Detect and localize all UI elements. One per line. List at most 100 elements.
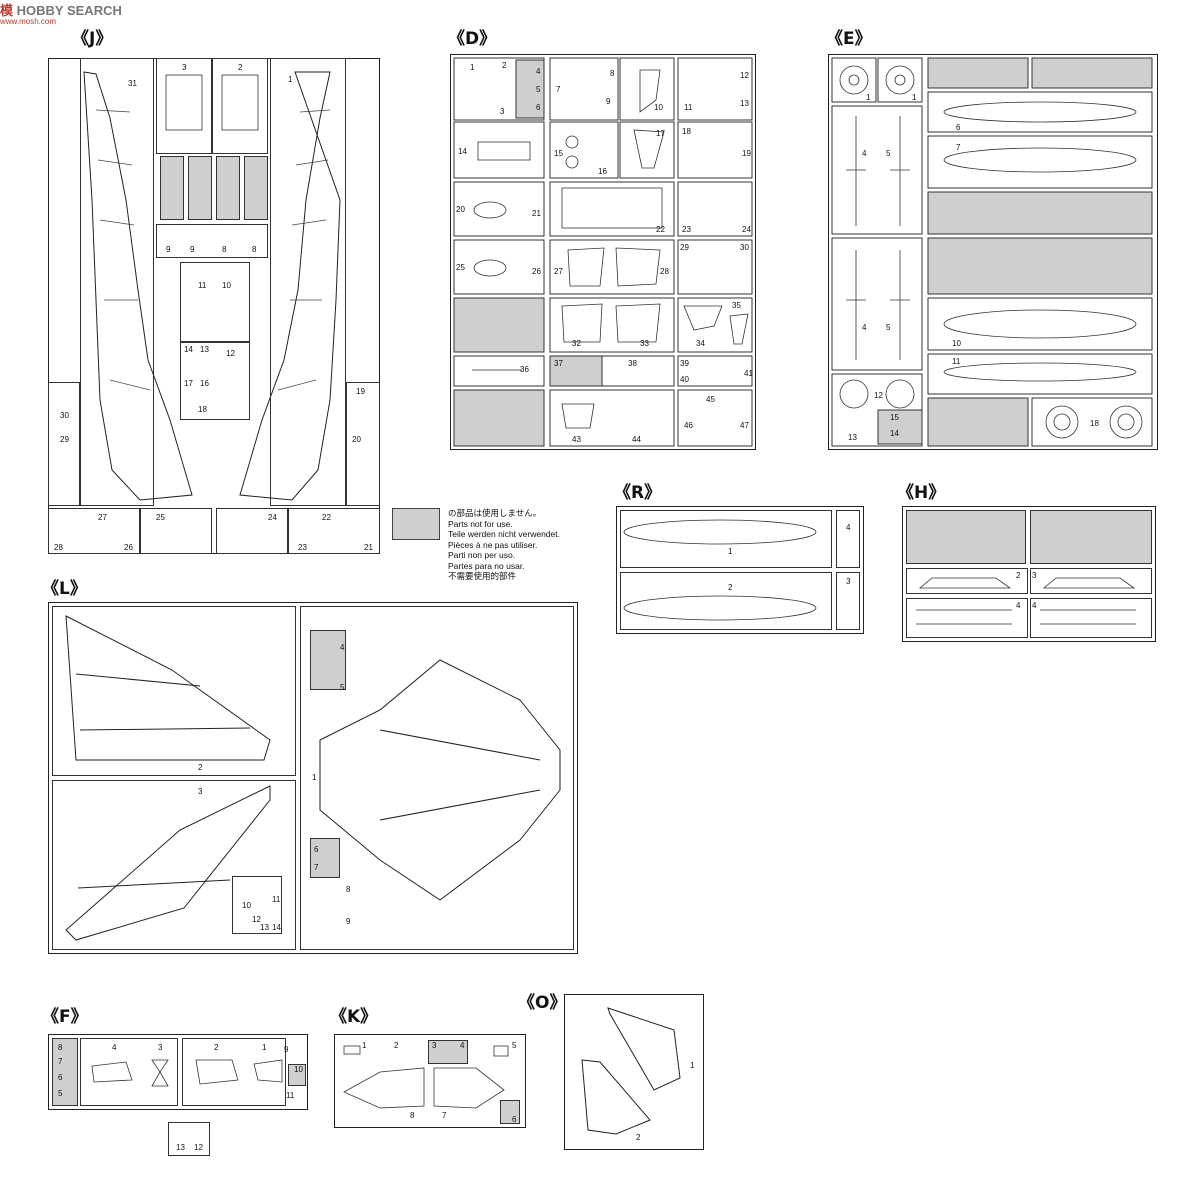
part-label: 9: [606, 97, 611, 106]
part-label: 7: [314, 863, 319, 872]
part-label: 2: [394, 1041, 399, 1050]
part-label: 9: [284, 1045, 289, 1054]
part-label: 11: [684, 103, 693, 112]
part-label: 2: [1016, 571, 1021, 580]
part-label: 14: [272, 923, 281, 932]
sprue-title-h: 《H》: [897, 483, 946, 503]
part-label: 7: [58, 1057, 63, 1066]
part-label: 12: [874, 391, 883, 400]
part-label: 18: [1090, 419, 1099, 428]
part-label: 14: [184, 345, 193, 354]
sprue-title-l: 《L》: [42, 579, 87, 599]
part-label: 18: [198, 405, 207, 414]
part-label: 22: [656, 225, 665, 234]
part-label: 25: [156, 513, 165, 522]
part-label: 26: [124, 543, 133, 552]
part-label: 12: [226, 349, 235, 358]
part-label: 3: [432, 1041, 437, 1050]
watermark-logo: HOBBY SEARCH: [16, 3, 122, 18]
part-label: 1: [912, 93, 917, 102]
part-label: 13: [200, 345, 209, 354]
part-label: 5: [58, 1089, 63, 1098]
part-label: 9: [190, 245, 195, 254]
part-label: 4: [340, 643, 345, 652]
part-label: 11: [952, 357, 961, 366]
part-label: 5: [886, 323, 891, 332]
part-label: 21: [532, 209, 541, 218]
part-label: 1: [262, 1043, 267, 1052]
legend-chinese: 不需要使用的部件: [448, 571, 517, 581]
part-label: 37: [554, 359, 563, 368]
part-label: 16: [598, 167, 607, 176]
part-label: 3: [158, 1043, 163, 1052]
part-label: 20: [352, 435, 361, 444]
part-label: 18: [682, 127, 691, 136]
sprue-title-k: 《K》: [330, 1007, 378, 1027]
part-label: 3: [182, 63, 187, 72]
part-label: 32: [572, 339, 581, 348]
part-label: 13: [848, 433, 857, 442]
part-label: 28: [54, 543, 63, 552]
part-label: 30: [60, 411, 69, 420]
part-label: 39: [680, 359, 689, 368]
part-label: 43: [572, 435, 581, 444]
part-label: 2: [728, 583, 733, 592]
legend-japanese: の部品は使用しません。: [448, 508, 542, 518]
part-label: 6: [58, 1073, 63, 1082]
watermark-brand: 模: [0, 3, 14, 18]
part-label: 5: [536, 85, 541, 94]
part-label: 44: [632, 435, 641, 444]
part-label: 1: [362, 1041, 367, 1050]
part-label: 23: [682, 225, 691, 234]
sprue-title-e: 《E》: [826, 29, 872, 49]
part-label: 46: [684, 421, 693, 430]
part-label: 45: [706, 395, 715, 404]
part-label: 23: [298, 543, 307, 552]
part-label: 7: [956, 143, 961, 152]
part-label: 13: [260, 923, 269, 932]
part-label: 15: [890, 413, 899, 422]
part-label: 29: [60, 435, 69, 444]
part-label: 29: [680, 243, 689, 252]
part-label: 2: [238, 63, 243, 72]
part-label: 28: [660, 267, 669, 276]
part-label: 10: [654, 103, 663, 112]
part-label: 31: [128, 79, 137, 88]
part-label: 33: [640, 339, 649, 348]
part-label: 1: [470, 63, 475, 72]
part-label: 13: [176, 1143, 185, 1152]
part-label: 6: [956, 123, 961, 132]
part-label: 7: [442, 1111, 447, 1120]
part-label: 15: [554, 149, 563, 158]
watermark-url: www.mosh.com: [0, 17, 57, 26]
part-label: 10: [294, 1065, 303, 1074]
part-label: 20: [456, 205, 465, 214]
part-label: 1: [288, 75, 293, 84]
part-label: 2: [214, 1043, 219, 1052]
part-label: 11: [198, 281, 207, 290]
legend-french: Pièces à ne pas utiliser.: [448, 539, 538, 550]
part-label: 12: [740, 71, 749, 80]
part-label: 10: [242, 901, 251, 910]
part-label: 4: [112, 1043, 117, 1052]
part-label: 6: [512, 1115, 517, 1124]
part-label: 4: [846, 523, 851, 532]
part-label: 26: [532, 267, 541, 276]
part-label: 17: [656, 129, 665, 138]
part-label: 12: [252, 915, 261, 924]
part-label: 4: [460, 1041, 465, 1050]
part-label: 1: [690, 1061, 695, 1070]
legend-english: Parts not for use.: [448, 518, 513, 529]
part-label: 3: [1032, 571, 1037, 580]
sprue-title-j: 《J》: [72, 29, 113, 49]
part-label: 4: [862, 149, 867, 158]
part-label: 27: [554, 267, 563, 276]
part-label: 2: [636, 1133, 641, 1142]
